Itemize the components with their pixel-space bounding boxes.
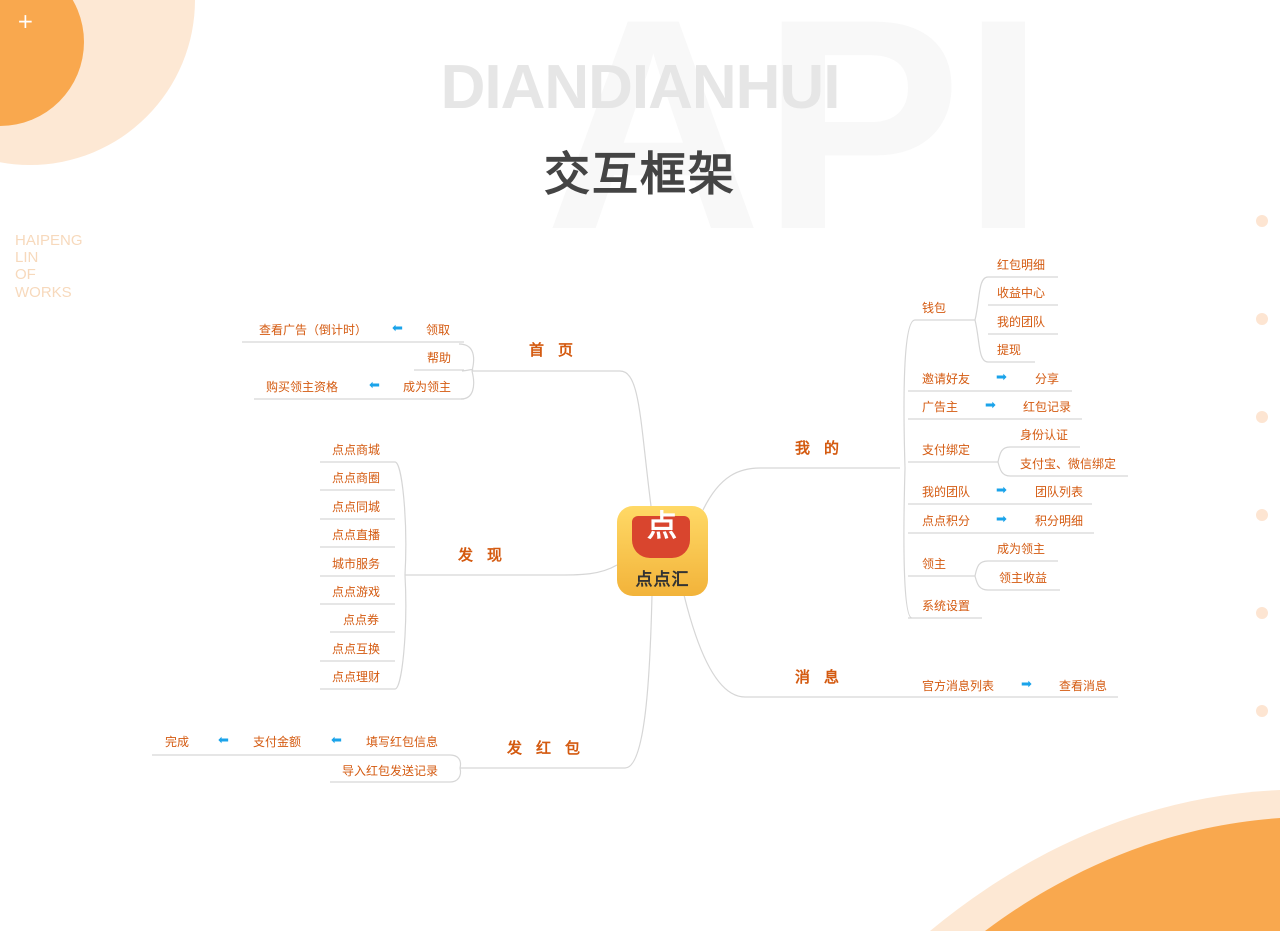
node-home-receive: 领取	[426, 323, 451, 337]
node-view-messages: 查看消息	[1059, 679, 1108, 693]
node-system-settings: 系统设置	[922, 599, 971, 613]
node-discover-item: 点点同城	[332, 500, 381, 514]
node-wallet-item: 收益中心	[997, 286, 1046, 300]
node-lord-earnings: 领主收益	[999, 571, 1048, 585]
arrow-right-icon: ➡	[996, 512, 1007, 527]
node-points: 点点积分	[922, 514, 971, 528]
watermark-text: DIANDIANHUI	[440, 53, 841, 122]
node-identity-auth: 身份认证	[1020, 428, 1069, 442]
node-discover-item: 点点商城	[332, 443, 381, 457]
svg-text:API: API	[545, 0, 1045, 292]
arrow-left-icon: ⬅	[392, 321, 403, 336]
branch-home: 首页	[529, 341, 588, 359]
node-alipay-wechat: 支付宝、微信绑定	[1020, 457, 1117, 471]
node-discover-item: 点点互换	[332, 642, 381, 656]
node-home-become-lord: 成为领主	[403, 380, 452, 394]
arrow-right-icon: ➡	[996, 370, 1007, 385]
node-import-records: 导入红包发送记录	[342, 764, 439, 778]
branch-mine: 我的	[795, 439, 854, 457]
node-invite-friends: 邀请好友	[922, 372, 971, 386]
arrow-right-icon: ➡	[996, 483, 1007, 498]
node-share: 分享	[1035, 372, 1060, 386]
logo-text: 点点汇	[635, 570, 690, 590]
dot-decoration	[1256, 509, 1268, 521]
dot-decoration	[1256, 215, 1268, 227]
node-my-team: 我的团队	[922, 485, 971, 499]
node-discover-item: 点点理财	[332, 670, 381, 684]
dot-decoration	[1256, 411, 1268, 423]
branch-discover: 发现	[458, 546, 517, 564]
dot-decoration	[1256, 607, 1268, 619]
node-points-detail: 积分明细	[1035, 514, 1084, 528]
arrow-right-icon: ➡	[985, 398, 996, 413]
node-discover-item: 点点商圈	[332, 471, 381, 485]
arrow-left-icon: ⬅	[331, 733, 342, 748]
app-logo-icon: 点 点点汇	[617, 506, 708, 596]
node-lord: 领主	[922, 557, 947, 571]
dot-decoration	[1256, 705, 1268, 717]
node-wallet-item: 我的团队	[997, 315, 1046, 329]
node-complete: 完成	[165, 735, 190, 749]
node-discover-item: 点点游戏	[332, 585, 381, 599]
arrow-left-icon: ⬅	[369, 378, 380, 393]
page-title: 交互框架	[544, 147, 736, 201]
node-official-messages: 官方消息列表	[922, 679, 995, 693]
branch-red-packet: 发红包	[507, 739, 595, 757]
dot-decoration	[1256, 313, 1268, 325]
logo-badge	[632, 516, 690, 558]
node-home-help: 帮助	[427, 351, 452, 365]
node-advertiser: 广告主	[922, 400, 959, 414]
node-payment-binding: 支付绑定	[922, 443, 971, 457]
logo-char: 点	[647, 509, 677, 544]
node-team-list: 团队列表	[1035, 485, 1084, 499]
node-red-packet-records: 红包记录	[1023, 400, 1072, 414]
node-wallet-item: 提现	[997, 343, 1022, 357]
node-discover-item: 点点直播	[332, 528, 381, 542]
node-home-view-ad: 查看广告（倒计时）	[259, 323, 368, 337]
arrow-right-icon: ➡	[1021, 677, 1032, 692]
branch-messages: 消息	[795, 668, 854, 686]
node-wallet: 钱包	[922, 301, 947, 315]
arrow-left-icon: ⬅	[218, 733, 229, 748]
plus-icon: +	[17, 9, 34, 33]
node-discover-item: 城市服务	[332, 557, 381, 571]
node-wallet-item: 红包明细	[997, 258, 1046, 272]
node-fill-red-packet: 填写红包信息	[366, 735, 439, 749]
node-home-buy-lord: 购买领主资格	[266, 380, 339, 394]
node-pay-amount: 支付金额	[253, 735, 302, 749]
node-become-lord: 成为领主	[997, 542, 1046, 556]
node-discover-item: 点点券	[343, 613, 380, 627]
